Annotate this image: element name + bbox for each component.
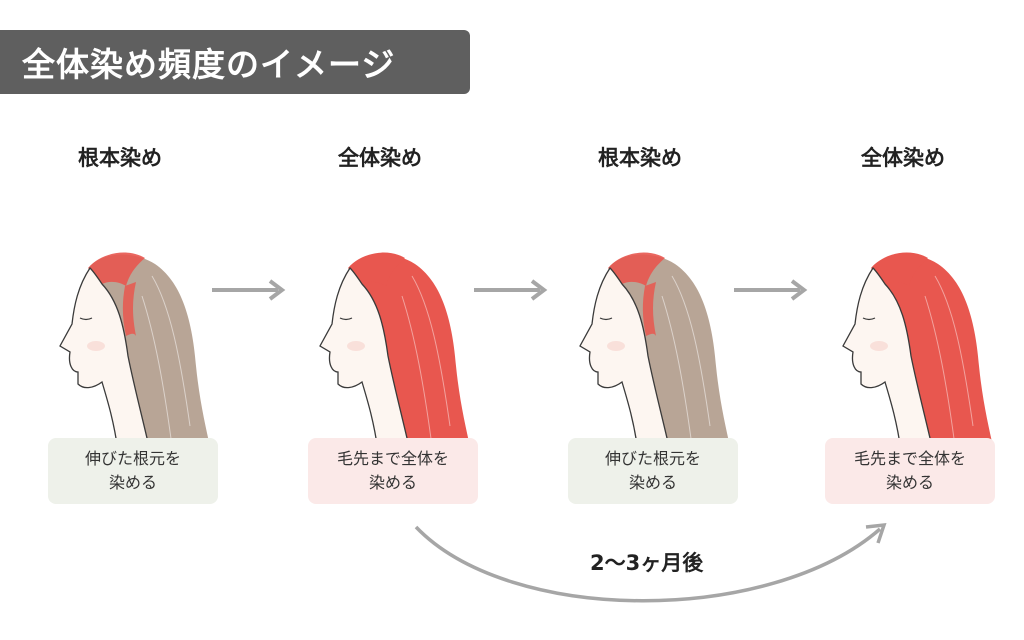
step-heading: 全体染め	[338, 146, 422, 170]
step-heading: 全体染め	[861, 146, 945, 170]
curved-arrow-icon	[414, 522, 887, 603]
step-heading: 根本染め	[78, 146, 162, 170]
caption-line: 染める	[108, 473, 157, 492]
caption-full-dye-1: 毛先まで全体を 染める	[308, 438, 478, 504]
page-title: 全体染め頻度のイメージ	[0, 30, 470, 94]
page-title-text: 全体染め頻度のイメージ	[22, 45, 396, 84]
caption-line: 毛先まで全体を	[853, 449, 966, 468]
full-dye-hair-illustration	[842, 252, 993, 451]
step-full-dye-2: 全体染め	[808, 140, 998, 451]
caption-line: 染める	[368, 473, 417, 492]
arrow-right-icon	[212, 279, 286, 301]
caption-line: 伸びた根元を	[604, 449, 701, 468]
caption-root-dye-2: 伸びた根元を 染める	[568, 438, 738, 504]
full-dye-hair-illustration	[319, 252, 470, 451]
step-full-dye-1: 全体染め	[285, 140, 475, 451]
caption-line: 毛先まで全体を	[336, 449, 449, 468]
root-dye-hair-illustration	[579, 252, 730, 451]
root-dye-hair-illustration	[59, 252, 210, 451]
interval-label: 2〜3ヶ月後	[590, 551, 704, 575]
caption-line: 伸びた根元を	[84, 449, 181, 468]
arrow-right-icon	[734, 279, 808, 301]
step-root-dye-1: 根本染め	[25, 140, 215, 451]
caption-line: 染める	[885, 473, 934, 492]
caption-root-dye-1: 伸びた根元を 染める	[48, 438, 218, 504]
caption-line: 染める	[628, 473, 677, 492]
caption-full-dye-2: 毛先まで全体を 染める	[825, 438, 995, 504]
step-heading: 根本染め	[598, 146, 682, 170]
step-root-dye-2: 根本染め	[545, 140, 735, 451]
arrow-right-icon	[474, 279, 548, 301]
